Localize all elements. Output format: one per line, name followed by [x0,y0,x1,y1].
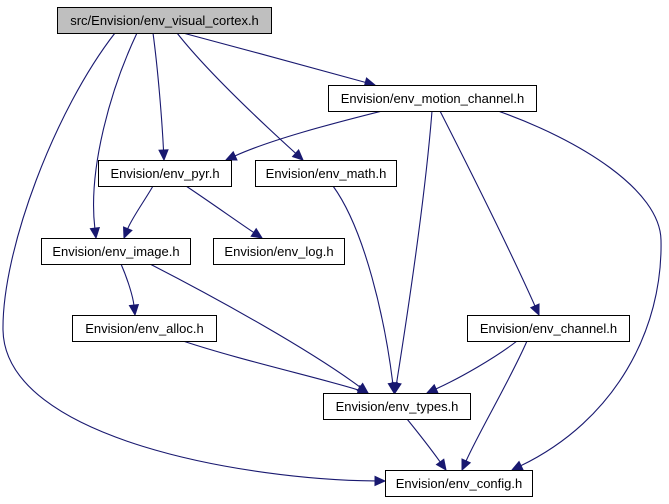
edge-visual_cortex-to-image [89,32,138,240]
edge-arrowhead [510,460,524,471]
node-image[interactable]: Envision/env_image.h [41,238,191,265]
node-box [72,315,217,342]
edge-line [120,263,135,306]
node-config[interactable]: Envision/env_config.h [385,470,533,497]
edge-visual_cortex-to-config [2,32,387,487]
edge-arrowhead [158,149,169,162]
node-motion-channel[interactable]: Envision/env_motion_channel.h [328,85,537,112]
edge-line [185,185,254,233]
edge-line [176,32,296,154]
node-pyr[interactable]: Envision/env_pyr.h [98,160,232,187]
node-box [255,160,397,187]
node-box [41,238,191,265]
edge-line [2,32,376,482]
node-box [467,315,630,342]
edge-line [234,110,383,157]
edge-line [127,185,154,229]
edge-visual_cortex-to-motion_channel [182,32,377,88]
edge-arrowhead [425,383,439,394]
node-types[interactable]: Envision/env_types.h [323,393,471,420]
edge-line [332,185,394,384]
edge-motion_channel-to-channel [439,110,540,317]
node-box [213,238,345,265]
node-box [57,7,272,34]
node-box [385,470,533,497]
node-box [328,85,537,112]
node-box [323,393,471,420]
edge-arrowhead [374,475,387,487]
node-label: Envision/env_types.h [336,399,459,414]
edge-motion_channel-to-types [391,110,433,395]
node-label: src/Envision/env_visual_cortex.h [70,13,259,28]
edge-line [182,32,366,83]
edge-line [182,340,359,391]
node-label: Envision/env_log.h [224,244,333,259]
edge-motion_channel-to-config [497,110,662,471]
edge-channel-to-config [461,340,528,472]
edge-arrowhead [128,303,140,317]
edge-line [93,32,138,229]
edge-line [152,32,165,151]
edge-line [497,110,662,467]
edge-line [396,110,433,384]
node-log[interactable]: Envision/env_log.h [213,238,345,265]
edge-pyr-to-image [123,185,154,240]
edge-line [435,340,518,390]
node-label: Envision/env_channel.h [480,321,617,336]
edges-layer [2,32,662,487]
edge-arrowhead [435,458,447,471]
edge-line [439,110,536,307]
node-label: Envision/env_image.h [52,244,179,259]
node-label: Envision/env_motion_channel.h [341,91,525,106]
node-label: Envision/env_alloc.h [85,321,204,336]
edge-arrowhead [291,149,304,161]
edge-line [149,263,361,388]
node-box [98,160,232,187]
edge-arrowhead [387,381,398,395]
edge-arrowhead [89,226,101,240]
edge-visual_cortex-to-math [176,32,304,161]
node-alloc[interactable]: Envision/env_alloc.h [72,315,217,342]
edge-pyr-to-log [185,185,264,239]
node-channel[interactable]: Envision/env_channel.h [467,315,630,342]
edge-alloc-to-types [182,340,370,395]
node-label: Envision/env_pyr.h [110,166,219,181]
edge-arrowhead [529,303,540,317]
edge-types-to-config [406,418,447,471]
edge-line [406,418,441,463]
edge-math-to-types [332,185,398,395]
edge-arrowhead [250,227,264,239]
edge-motion_channel-to-pyr [224,110,383,161]
edge-line [465,340,528,462]
edge-arrowhead [224,150,238,161]
node-visual-cortex[interactable]: src/Envision/env_visual_cortex.h [57,7,272,34]
edge-visual_cortex-to-pyr [152,32,169,162]
edge-channel-to-types [425,340,518,394]
edge-arrowhead [123,226,133,240]
node-math[interactable]: Envision/env_math.h [255,160,397,187]
node-label: Envision/env_config.h [396,476,522,491]
node-label: Envision/env_math.h [266,166,387,181]
edge-arrowhead [461,458,472,472]
nodes-layer: src/Envision/env_visual_cortex.hEnvision… [41,7,630,497]
edge-image-to-alloc [120,263,140,317]
